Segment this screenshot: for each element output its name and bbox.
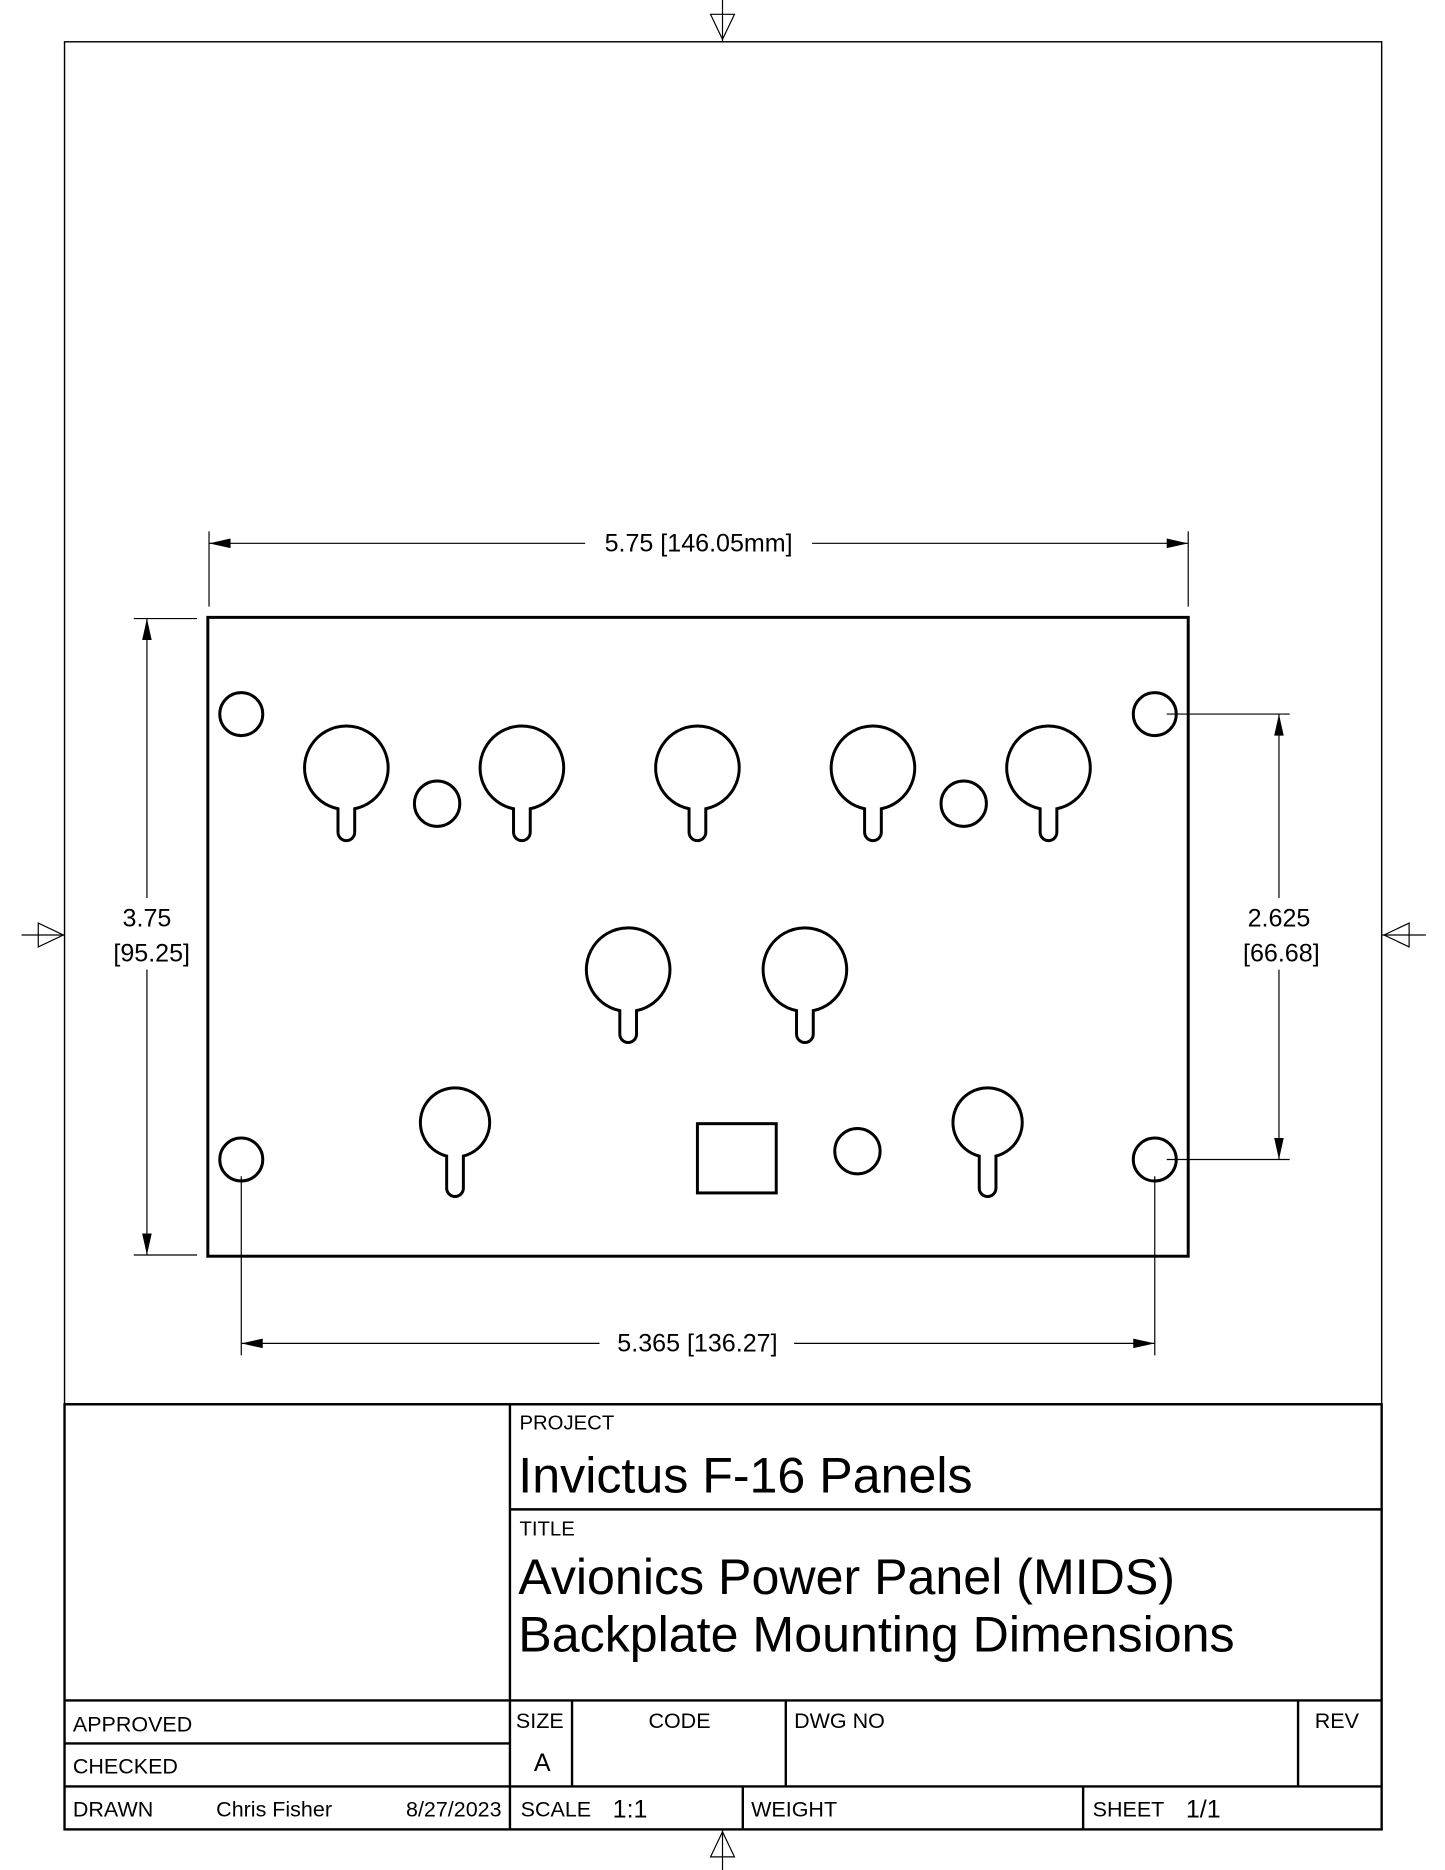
backplate-outline	[206, 615, 1190, 1258]
keyhole-cutout	[584, 926, 672, 1044]
center-marker-left	[21, 922, 65, 948]
size-label: SIZE	[516, 1709, 564, 1733]
weight-label: WEIGHT	[751, 1797, 837, 1821]
dimension-lines	[133, 531, 1290, 1356]
drawing-title-line1: Avionics Power Panel (MIDS)	[518, 1549, 1175, 1605]
dwg-no-label: DWG NO	[794, 1709, 885, 1733]
keyhole-cutout-small	[951, 1086, 1024, 1198]
title-label: TITLE	[519, 1519, 574, 1541]
drawn-date: 8/27/2023	[406, 1797, 502, 1821]
dim-overall-height-in: 3.75	[123, 905, 172, 933]
dim-overall-height-mm: [95.25]	[113, 939, 190, 967]
code-label: CODE	[648, 1709, 710, 1733]
center-marker-top	[709, 0, 736, 42]
dim-overall-width: 5.75 [146.05mm]	[605, 530, 793, 558]
keyhole-cutout	[761, 926, 849, 1044]
keyhole-cutout	[654, 724, 741, 843]
checked-label: CHECKED	[73, 1754, 178, 1778]
project-label: PROJECT	[519, 1412, 614, 1434]
sheet-value: 1/1	[1186, 1795, 1221, 1823]
square-cutout	[695, 1122, 778, 1195]
round-hole	[939, 779, 988, 828]
dimension-arrows	[142, 538, 1284, 1349]
round-hole	[833, 1126, 882, 1176]
dim-hole-vertical-mm: [66.68]	[1243, 939, 1320, 967]
keyhole-cutout	[478, 724, 566, 843]
approved-label: APPROVED	[73, 1712, 192, 1736]
drawn-by: Chris Fisher	[216, 1797, 332, 1821]
keyhole-cutout	[1005, 724, 1092, 843]
keyhole-cutout-small	[418, 1086, 492, 1198]
mounting-hole	[218, 691, 265, 738]
dim-hole-horizontal: 5.365 [136.27]	[617, 1330, 777, 1358]
drawing-title-line2: Backplate Mounting Dimensions	[518, 1606, 1234, 1662]
size-value: A	[534, 1749, 551, 1777]
scale-value: 1:1	[613, 1795, 648, 1823]
drawn-label: DRAWN	[73, 1797, 153, 1821]
mounting-hole	[218, 1136, 265, 1183]
project-name: Invictus F-16 Panels	[518, 1448, 972, 1504]
dim-hole-vertical-in: 2.625	[1248, 905, 1311, 933]
center-marker-right	[1381, 922, 1426, 948]
round-hole	[412, 779, 462, 828]
keyhole-cutout	[829, 724, 917, 843]
keyhole-cutout	[303, 724, 390, 843]
sheet-label: SHEET	[1093, 1797, 1165, 1821]
rev-label: REV	[1315, 1709, 1360, 1733]
title-block-grid	[63, 1403, 1383, 1831]
scale-label: SCALE	[521, 1797, 591, 1821]
center-marker-bottom	[709, 1829, 736, 1870]
